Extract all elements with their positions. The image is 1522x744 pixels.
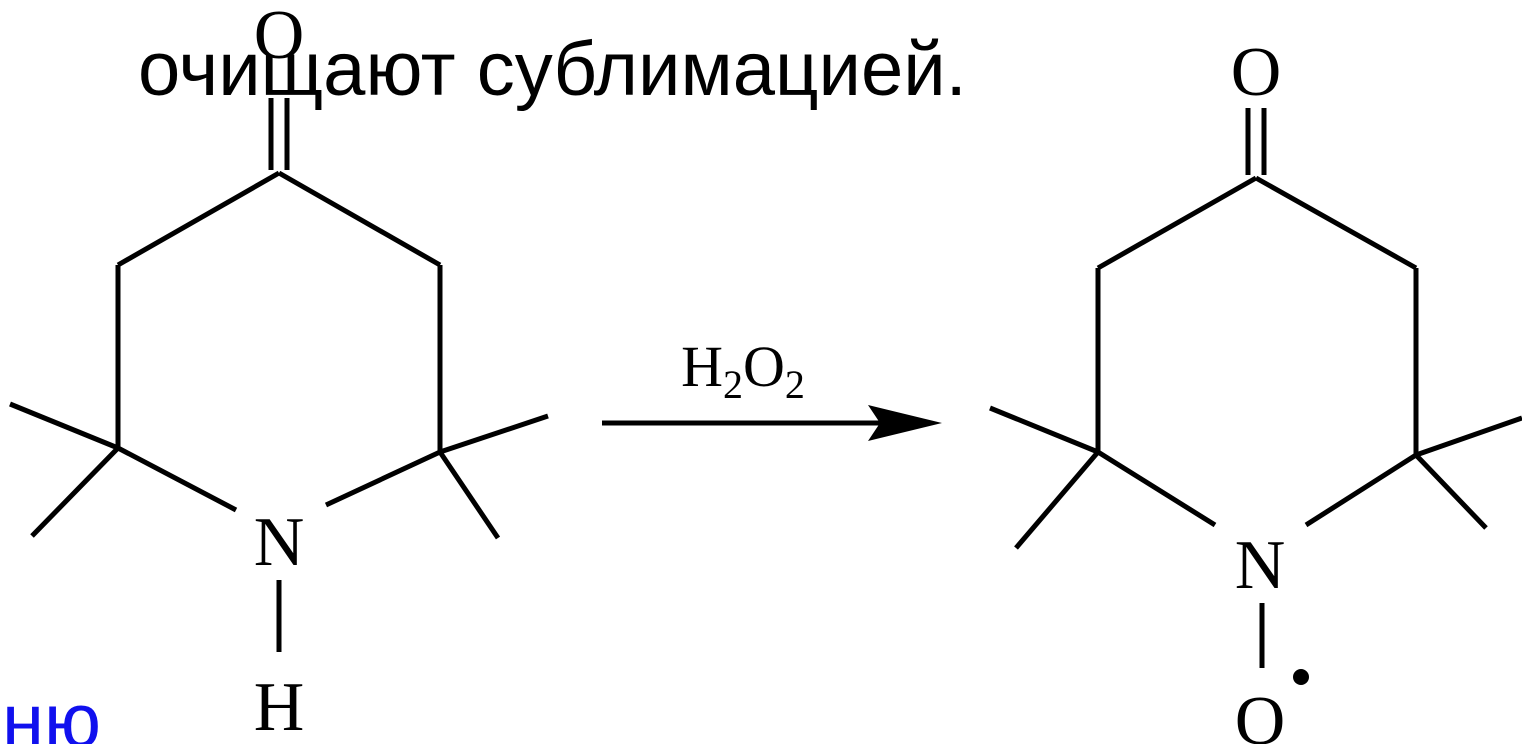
product-atom-oxygen: O [1231, 34, 1282, 111]
slide-text-sublimation: очищают сублимацией. [138, 27, 967, 112]
reactant-bond-c4-c5 [277, 170, 442, 268]
product-methyl-4 [1414, 453, 1488, 530]
reactant-methyl-4 [437, 450, 501, 540]
reactant-methyl-2 [30, 446, 120, 538]
reactant-atom-oxygen: O [254, 0, 305, 74]
reagent-symbol-1: H [681, 334, 723, 399]
product-atom-nitroxyl-oxygen: O [1235, 683, 1286, 744]
reaction-arrow-head [868, 405, 942, 441]
reactant-molecule: O N H [9, 0, 549, 744]
reactant-methyl-3 [439, 413, 549, 455]
product-bond-c6-n [1304, 452, 1418, 528]
radical-dot [1293, 669, 1309, 685]
reactant-atom-hydrogen: H [254, 669, 305, 744]
reagent-label: H2O2 [681, 334, 805, 407]
reagent-index-2: 2 [785, 362, 805, 407]
product-methyl-1 [989, 405, 1099, 455]
product-methyl-2 [1014, 450, 1100, 550]
reactant-bond-c2-n [116, 445, 238, 513]
product-molecule: O N O [989, 34, 1522, 744]
reactant-bond-c6-n [324, 449, 442, 508]
product-bond-c2-n [1096, 449, 1217, 528]
reactant-methyl-1 [9, 401, 119, 451]
product-atom-nitrogen: N [1235, 527, 1286, 604]
reaction-arrow: H2O2 [602, 334, 942, 441]
reactant-bond-c4-c3 [116, 170, 281, 268]
reagent-index-1: 2 [723, 362, 743, 407]
reagent-symbol-2: O [743, 334, 785, 399]
reactant-atom-nitrogen: N [254, 504, 305, 581]
product-bond-c4-c3 [1096, 175, 1258, 271]
product-bond-c4-c5 [1254, 175, 1418, 271]
product-methyl-3 [1415, 415, 1522, 458]
slide-text-fragment: ню [2, 679, 101, 744]
